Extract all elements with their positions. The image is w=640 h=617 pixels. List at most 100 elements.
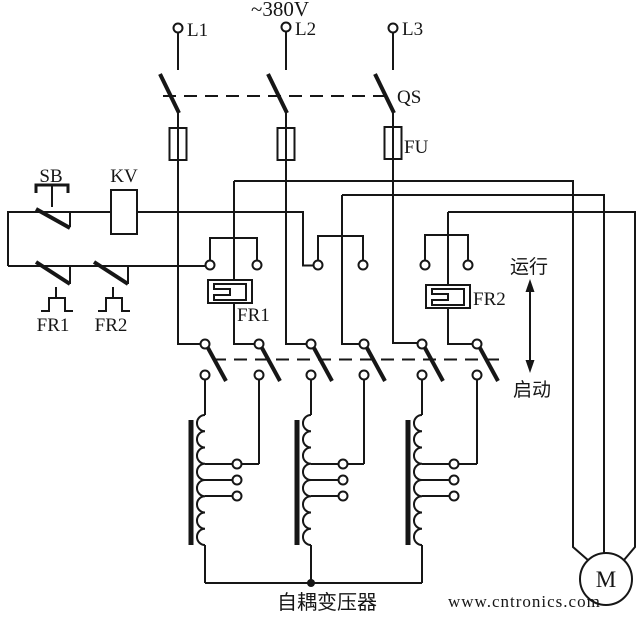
motor-line-3	[448, 211, 636, 561]
t3-tap-terminal-3	[448, 490, 460, 502]
fr1-heater-through-line	[233, 181, 255, 345]
sb-contact-blade	[35, 207, 71, 230]
control-circuit: SB KV FR1 FR2	[7, 166, 314, 336]
stirrup1-right-terminal	[251, 259, 263, 271]
contact2-bottom	[253, 369, 265, 381]
transformer-caption: 自耦变压器	[277, 591, 377, 614]
fr1-actuator-symbol	[41, 297, 73, 312]
contact3-top	[305, 338, 317, 350]
run-position-label: 运行	[510, 256, 548, 278]
contact5-top	[416, 338, 428, 350]
fr1-heater: FR1	[207, 279, 270, 326]
fr2-contact-blade	[92, 260, 130, 286]
contact2-top	[253, 338, 265, 350]
fr1-heater-label: FR1	[237, 305, 270, 326]
junction-dot	[307, 579, 315, 587]
qs-blade-3	[373, 73, 396, 114]
qs-label: QS	[397, 87, 421, 108]
motor-feed-lines	[233, 180, 636, 562]
phase3-feeder	[392, 110, 418, 344]
stirrup2-right-terminal	[357, 259, 369, 271]
t3-tap-leads	[422, 463, 450, 497]
stirrup2-bridge	[317, 235, 364, 261]
motor-circle	[579, 552, 633, 606]
fuse-1	[168, 127, 188, 161]
sb-button: SB	[34, 166, 71, 230]
contact5-blade	[423, 347, 445, 382]
motor-line-1	[234, 180, 590, 562]
fr2-heater-label: FR2	[473, 289, 506, 310]
t3-tap-riser	[458, 379, 478, 465]
fr1-heater-element	[213, 283, 247, 301]
motor-line-2-drop	[341, 195, 360, 345]
phase-label-L1: L1	[187, 20, 208, 41]
t1-tap-terminal-2	[231, 474, 243, 486]
terminal-L1	[172, 22, 184, 34]
fr2-heater: FR2	[425, 284, 506, 310]
contact2-blade	[260, 347, 282, 382]
fuse-2	[276, 127, 296, 161]
motor-label: M	[596, 567, 616, 592]
t2-tap-terminal-1	[337, 458, 349, 470]
fu-label: FU	[404, 137, 429, 158]
supply-voltage-label: ~380V	[251, 0, 309, 21]
fr1-nc-contact: FR1	[34, 260, 73, 336]
fr2-actuator-symbol	[98, 297, 130, 312]
three-phase-supply: ~380V L1 L2 L3	[172, 0, 423, 70]
contact6-top	[471, 338, 483, 350]
t1-tap-leads	[205, 463, 233, 497]
t1-tap-riser	[241, 379, 260, 465]
terminal-L2	[280, 21, 292, 33]
contact6-bottom	[471, 369, 483, 381]
stirrup1-bridge	[209, 237, 258, 261]
arrow-up-head	[525, 279, 535, 292]
t2-tap-riser	[347, 379, 365, 465]
phase1-feeder	[177, 110, 201, 345]
sb-label: SB	[39, 166, 62, 187]
autotransformer-1	[188, 379, 260, 583]
motor-line-2	[342, 194, 605, 553]
watermark: www.cntronics.com	[448, 592, 601, 611]
kv-relay-coil: KV	[110, 166, 138, 235]
contact4-bottom	[358, 369, 370, 381]
t2-tap-terminal-3	[337, 490, 349, 502]
t3-winding	[413, 414, 423, 546]
terminal-L3	[387, 22, 399, 34]
phase-label-L2: L2	[295, 19, 316, 40]
contact4-blade	[365, 347, 387, 382]
fuses: FU	[168, 110, 429, 345]
phase2-feeder	[285, 110, 307, 345]
kv-coil-box	[110, 189, 138, 235]
contact6-blade	[478, 347, 500, 382]
autotransformer-3	[405, 379, 478, 583]
phase-label-L3: L3	[402, 19, 423, 40]
contact1-blade	[206, 347, 228, 382]
kv-label: KV	[110, 166, 138, 187]
sb-button-cap	[34, 183, 70, 193]
fr2-heater-element	[431, 288, 465, 306]
fr2-heater-through-line	[447, 212, 473, 345]
t2-winding	[302, 414, 312, 546]
fr2-contact-label: FR2	[95, 315, 128, 336]
t1-tap-terminal-3	[231, 490, 243, 502]
changeover-contacts	[199, 338, 500, 382]
supply-stems	[177, 32, 394, 70]
t3-tap-terminal-1	[448, 458, 460, 470]
autotransformer-2	[294, 379, 365, 583]
contact5-bottom	[416, 369, 428, 381]
fuse-3	[383, 126, 403, 160]
fr1-contact-label: FR1	[37, 315, 70, 336]
qs-blade-1	[158, 73, 181, 114]
motor: M	[579, 552, 633, 606]
t1-tap-terminal-1	[231, 458, 243, 470]
t2-tap-terminal-2	[337, 474, 349, 486]
contact4-top	[358, 338, 370, 350]
autotransformers: 自耦变压器	[188, 379, 478, 614]
stirrup2-left-terminal	[312, 259, 324, 271]
t2-tap-leads	[311, 463, 339, 497]
run-stirrup-2	[312, 235, 369, 271]
qs-blade-2	[266, 73, 289, 114]
stirrup3-right-terminal	[462, 259, 474, 271]
